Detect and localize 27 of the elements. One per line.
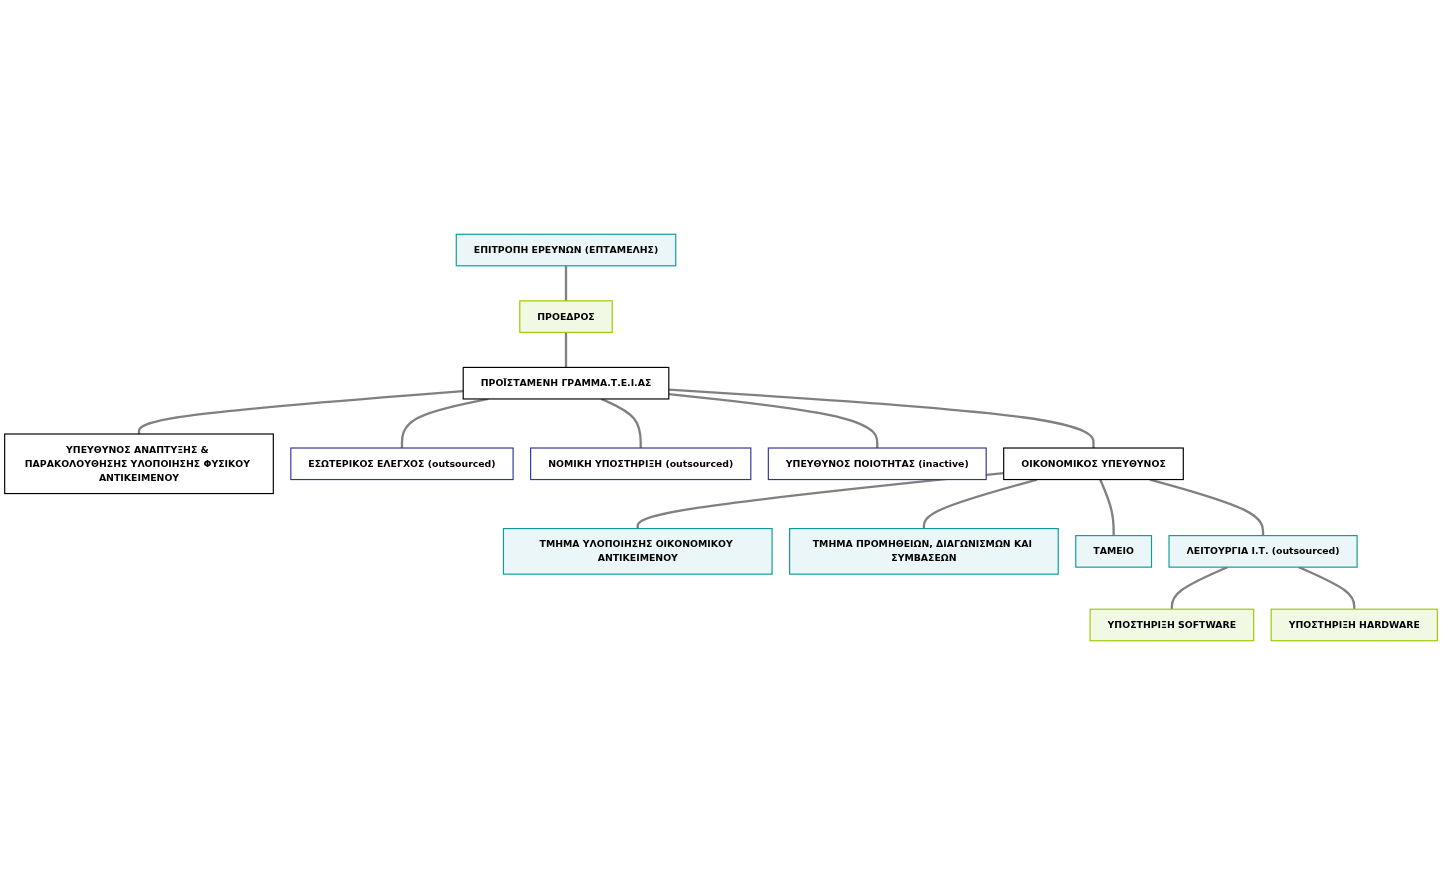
connector bbox=[137, 390, 464, 434]
connector bbox=[1298, 566, 1356, 610]
node-box: ΟΙΚΟΝΟΜΙΚΟΣ ΥΠΕΥΘΥΝΟΣ bbox=[1003, 447, 1184, 481]
node-box: ΠΡΟΪΣΤΑΜΕΝΗ ΓΡΑΜΜΑ.Τ.Ε.Ι.ΑΣ bbox=[462, 366, 670, 400]
connector bbox=[564, 332, 568, 368]
connector bbox=[1170, 566, 1228, 610]
node-box: ΝΟΜΙΚΗ ΥΠΟΣΤΗΡΙΞΗ (outsourced) bbox=[530, 447, 752, 481]
node-box: ΕΠΙΤΡΟΠΗ ΕΡΕΥΝΩΝ (ΕΠΤΑΜΕΛΗΣ) bbox=[455, 233, 677, 267]
node-box: ΥΠΕΥΘΥΝΟΣ ΠΟΙΟΤΗΤΑΣ (inactive) bbox=[767, 447, 987, 481]
connector bbox=[636, 471, 1004, 529]
connector bbox=[400, 397, 489, 448]
node-box: ΥΠΕΥΘΥΝΟΣ ΑΝΑΠΤΥΞΗΣ & ΠΑΡΑΚΟΛΟΥΘΗΣΗΣ ΥΛΟΠΟΙΗΣΗΣ ΦΥΣΙΚΟΥ ΑΝΤΙΚΕΙΜΕΝΟΥ bbox=[4, 433, 274, 495]
node-box: ΠΡΟΕΔΡΟΣ bbox=[519, 300, 613, 333]
connector bbox=[668, 393, 879, 448]
node-box: ΤΜΗΜΑ ΥΛΟΠΟΙΗΣΗΣ ΟΙΚΟΝΟΜΙΚΟΥ ΑΝΤΙΚΕΙΜΕΝΟΥ bbox=[502, 528, 773, 575]
connector bbox=[600, 397, 642, 448]
node-box: ΛΕΙΤΟΥΡΓΙΑ Ι.Τ. (outsourced) bbox=[1168, 535, 1358, 568]
connector bbox=[922, 478, 1038, 529]
node-box: ΤΑΜΕΙΟ bbox=[1075, 535, 1153, 568]
connector bbox=[668, 388, 1095, 448]
connector bbox=[1149, 478, 1265, 536]
node-box: ΥΠΟΣΤΗΡΙΞΗ SOFTWARE bbox=[1089, 608, 1255, 642]
connector bbox=[564, 265, 568, 301]
connector bbox=[1099, 479, 1115, 536]
node-box: ΤΜΗΜΑ ΠΡΟΜΗΘΕΙΩΝ, ΔΙΑΓΩΝΙΣΜΩΝ ΚΑΙ ΣΥΜΒΑΣΕΩΝ bbox=[789, 528, 1059, 575]
node-box: ΕΣΩΤΕΡΙΚΟΣ ΕΛΕΓΧΟΣ (outsourced) bbox=[290, 447, 514, 481]
node-box: ΥΠΟΣΤΗΡΙΞΗ HARDWARE bbox=[1270, 608, 1438, 642]
